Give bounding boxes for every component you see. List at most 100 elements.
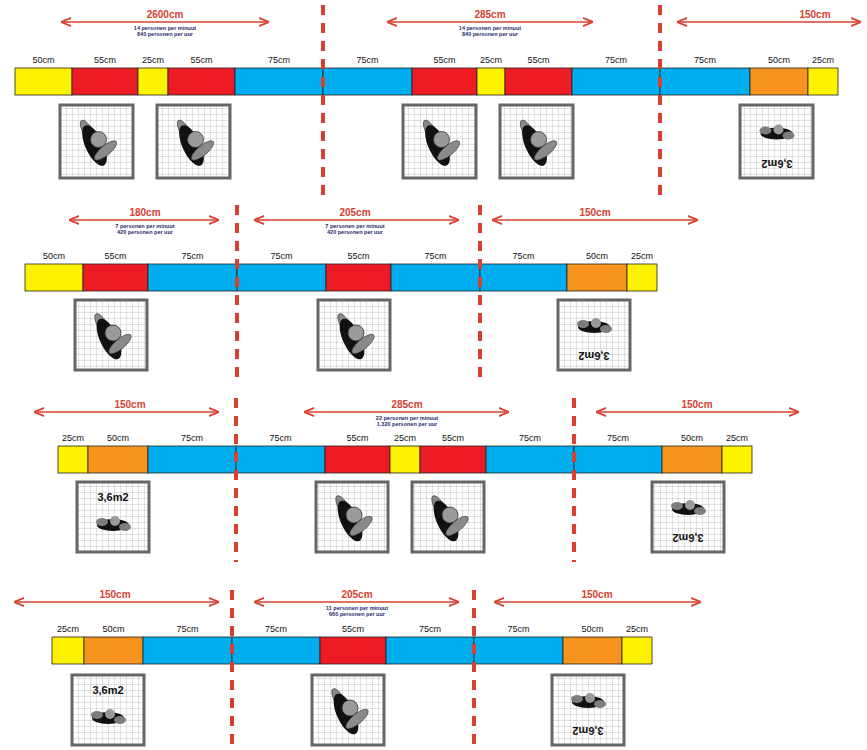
floor-segment	[572, 68, 660, 95]
segment-width: 55cm	[104, 252, 126, 261]
row-group	[35, 398, 798, 562]
person-arm	[671, 502, 683, 510]
segment-width: 25cm	[142, 56, 164, 65]
segment-width: 25cm	[480, 56, 502, 65]
area-label: 3,6m2	[761, 158, 792, 169]
segment-width: 55cm	[346, 434, 368, 443]
floor-segment	[58, 446, 88, 473]
dimension-arrow	[15, 601, 218, 603]
segment-width: 50cm	[586, 252, 608, 261]
floor-segment	[235, 68, 323, 95]
segment-width: 75cm	[356, 56, 378, 65]
floor-segment	[660, 68, 750, 95]
dimension-arrow	[678, 21, 860, 23]
grid-box	[318, 300, 390, 370]
dimension-arrow	[388, 21, 592, 23]
segment-width: 75cm	[519, 434, 541, 443]
floor-segment	[52, 637, 84, 664]
dimension-label: 150cm	[112, 400, 147, 410]
segment-width: 50cm	[681, 434, 703, 443]
segment-width: 25cm	[631, 252, 653, 261]
floor-segment	[486, 446, 574, 473]
dimension-label: 205cm	[337, 208, 372, 218]
floor-segment	[480, 264, 567, 291]
segment-width: 75cm	[507, 625, 529, 634]
area-box	[652, 482, 724, 552]
person-head	[342, 700, 358, 716]
person-arm	[571, 695, 583, 703]
area-box	[412, 482, 484, 552]
dimension-arrow	[62, 21, 268, 23]
segment-width: 75cm	[181, 252, 203, 261]
person-arm	[783, 132, 795, 140]
person-head	[434, 132, 450, 148]
floor-segment	[574, 446, 662, 473]
floor-segment	[236, 446, 325, 473]
segment-width: 55cm	[347, 252, 369, 261]
floor-segment	[232, 637, 320, 664]
floor-segment	[25, 264, 83, 291]
floor-segment	[15, 68, 72, 95]
dimension-label: 285cm	[389, 400, 424, 410]
segment-width: 75cm	[176, 625, 198, 634]
person-head	[774, 125, 784, 135]
floor-segment	[662, 446, 722, 473]
row-group	[25, 205, 697, 380]
floor-segment	[72, 68, 138, 95]
person-head	[105, 325, 121, 341]
segment-width: 75cm	[607, 434, 629, 443]
capacity-note: 840 personen per uur	[137, 32, 193, 38]
floor-segment	[627, 264, 657, 291]
floor-segment	[420, 446, 486, 473]
dimension-arrow	[255, 601, 458, 603]
floor-segment	[722, 446, 752, 473]
grid-box	[403, 105, 476, 178]
floor-segment	[148, 446, 236, 473]
floor-segment	[567, 264, 627, 291]
segment-width: 55cm	[433, 56, 455, 65]
capacity-note: 7 personen per minuut	[325, 224, 384, 230]
floor-segment	[750, 68, 808, 95]
grid-box	[412, 482, 484, 552]
dimension-label: 150cm	[577, 208, 612, 218]
segment-width: 25cm	[62, 434, 84, 443]
segment-width: 55cm	[94, 56, 116, 65]
person-arm	[577, 320, 589, 328]
area-box	[157, 105, 230, 178]
dimension-arrow	[495, 601, 700, 603]
floor-segment	[391, 264, 480, 291]
person-head	[105, 709, 115, 719]
floor-segment	[168, 68, 235, 95]
grid-box	[157, 105, 230, 178]
floor-segment	[143, 637, 232, 664]
dimension-label: 150cm	[679, 400, 714, 410]
person-head	[110, 516, 120, 526]
floor-segment	[326, 264, 391, 291]
area-label: 3,6m2	[578, 350, 609, 361]
area-box	[77, 482, 149, 552]
dimension-arrow	[70, 219, 218, 221]
grid-box	[60, 105, 133, 178]
person-arm	[694, 507, 706, 515]
floor-segment	[474, 637, 563, 664]
person-head	[685, 500, 695, 510]
dimension-label: 150cm	[579, 590, 614, 600]
division-line	[658, 5, 662, 195]
person-head	[346, 507, 362, 523]
floor-segment	[83, 264, 148, 291]
person-arm	[600, 325, 612, 333]
segment-width: 25cm	[726, 434, 748, 443]
person-head	[348, 325, 364, 341]
floor-segment	[320, 637, 386, 664]
dimension-arrow	[597, 411, 798, 413]
segment-width: 75cm	[512, 252, 534, 261]
area-box	[316, 482, 388, 552]
floor-segment	[477, 68, 505, 95]
segment-width: 50cm	[32, 56, 54, 65]
segment-width: 75cm	[269, 434, 291, 443]
segment-width: 75cm	[424, 252, 446, 261]
area-box	[60, 105, 133, 178]
grid-box	[316, 482, 388, 552]
segment-width: 50cm	[43, 252, 65, 261]
